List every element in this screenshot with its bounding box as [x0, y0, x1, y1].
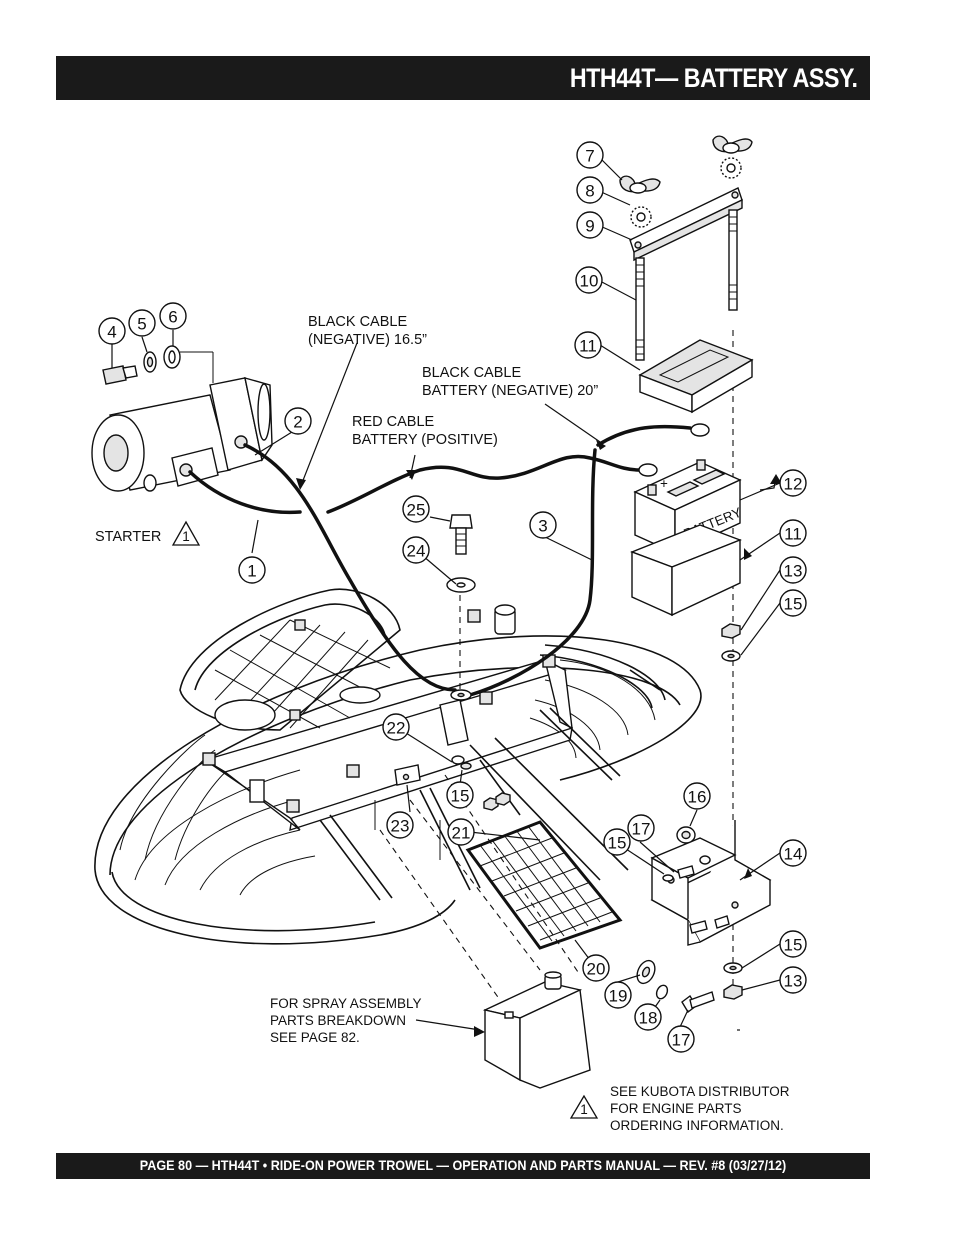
svg-text:11: 11: [784, 525, 802, 544]
svg-text:2: 2: [293, 413, 302, 432]
callout-15: 15: [779, 930, 807, 958]
svg-text:1: 1: [247, 562, 256, 581]
label-red-cable-1: RED CABLE: [352, 414, 435, 430]
svg-text:3: 3: [538, 517, 547, 536]
label-black-cable-neg-1: BLACK CABLE: [308, 314, 407, 330]
battery-terminal-plus: +: [660, 476, 668, 491]
cables: [188, 423, 710, 697]
small-hardware: [394, 514, 743, 1014]
callout-15: 15: [603, 828, 631, 856]
svg-text:18: 18: [639, 1009, 658, 1028]
callout-11: 11: [574, 331, 602, 359]
svg-text:6: 6: [168, 308, 177, 327]
callout-20: 20: [582, 954, 610, 982]
label-kubota-2: FOR ENGINE PARTS: [610, 1101, 742, 1116]
callout-17: 17: [667, 1025, 695, 1053]
page-title: HTH44T— BATTERY ASSY.: [570, 63, 858, 93]
svg-text:1: 1: [580, 1102, 588, 1117]
battery-tray: [650, 820, 772, 946]
label-black-cable-batt-2: BATTERY (NEGATIVE) 20”: [422, 383, 598, 399]
label-kubota-3: ORDERING INFORMATION.: [610, 1118, 784, 1133]
svg-text:7: 7: [585, 147, 594, 166]
svg-text:22: 22: [387, 719, 406, 738]
callout-2: 2: [284, 407, 312, 435]
svg-text:15: 15: [784, 595, 803, 614]
callout-16: 16: [683, 782, 711, 810]
label-starter: STARTER: [95, 529, 161, 545]
svg-text:14: 14: [784, 845, 803, 864]
callout-7: 7: [576, 141, 604, 169]
callout-25: 25: [402, 495, 430, 523]
warning-triangle-kubota: 1: [569, 1094, 599, 1119]
battery-clamp: [619, 135, 753, 361]
callout-4: 4: [98, 317, 126, 345]
callout-14: 14: [779, 839, 807, 867]
chassis-frame: [202, 604, 661, 901]
svg-text:15: 15: [784, 936, 803, 955]
callout-8: 8: [576, 176, 604, 204]
svg-text:4: 4: [107, 323, 116, 342]
svg-text:25: 25: [407, 501, 426, 520]
svg-text:17: 17: [632, 820, 651, 839]
svg-text:15: 15: [451, 787, 470, 806]
callout-10: 10: [575, 266, 603, 294]
svg-text:15: 15: [608, 834, 627, 853]
callout-9: 9: [576, 211, 604, 239]
svg-text:13: 13: [784, 562, 803, 581]
page-footer-text: PAGE 80 — HTH44T • RIDE-ON POWER TROWEL …: [139, 1157, 787, 1173]
warning-triangle-starter: 1: [171, 520, 201, 546]
page-header-bar: HTH44T— BATTERY ASSY.: [56, 56, 870, 100]
page-footer-bar: PAGE 80 — HTH44T • RIDE-ON POWER TROWEL …: [56, 1153, 870, 1179]
callout-18: 18: [634, 1003, 662, 1031]
callout-13: 13: [779, 556, 807, 584]
svg-text:23: 23: [391, 817, 410, 836]
callout-15: 15: [446, 781, 474, 809]
callout-5: 5: [128, 309, 156, 337]
svg-text:8: 8: [585, 182, 594, 201]
spray-tank: [482, 971, 591, 1089]
label-black-cable-neg-2: (NEGATIVE) 16.5”: [308, 332, 427, 348]
callout-19: 19: [604, 981, 632, 1009]
label-spray-2: PARTS BREAKDOWN: [270, 1013, 406, 1028]
svg-text:19: 19: [609, 987, 628, 1006]
svg-text:13: 13: [784, 972, 803, 991]
svg-text:1: 1: [182, 529, 190, 544]
callout-3: 3: [529, 511, 557, 539]
label-black-cable-batt-1: BLACK CABLE: [422, 365, 521, 381]
callout-13: 13: [779, 966, 807, 994]
mesh-screen: [465, 820, 623, 950]
svg-text:10: 10: [580, 272, 599, 291]
starter-hardware: [102, 345, 213, 385]
svg-text:20: 20: [587, 960, 606, 979]
svg-text:21: 21: [452, 824, 471, 843]
battery-box: [630, 524, 742, 617]
label-red-cable-2: BATTERY (POSITIVE): [352, 432, 498, 448]
svg-text:11: 11: [579, 337, 597, 356]
callout-1: 1: [238, 556, 266, 584]
svg-text:5: 5: [137, 315, 146, 334]
seat-basket: [179, 588, 401, 731]
svg-text:16: 16: [688, 788, 707, 807]
label-spray-3: SEE PAGE 82.: [270, 1030, 360, 1045]
callout-22: 22: [382, 713, 410, 741]
svg-text:9: 9: [585, 217, 594, 236]
callout-12: 12: [779, 469, 807, 497]
callout-17: 17: [627, 814, 655, 842]
svg-text:12: 12: [784, 475, 803, 494]
svg-text:24: 24: [407, 542, 426, 561]
battery-top-pad: [638, 339, 754, 414]
label-kubota-1: SEE KUBOTA DISTRIBUTOR: [610, 1084, 790, 1099]
callout-6: 6: [159, 302, 187, 330]
callout-15: 15: [779, 589, 807, 617]
label-spray-1: FOR SPRAY ASSEMBLY: [270, 996, 422, 1011]
callout-24: 24: [402, 536, 430, 564]
callout-23: 23: [386, 811, 414, 839]
svg-text:17: 17: [672, 1031, 691, 1050]
callout-11: 11: [779, 519, 807, 547]
callout-21: 21: [447, 818, 475, 846]
